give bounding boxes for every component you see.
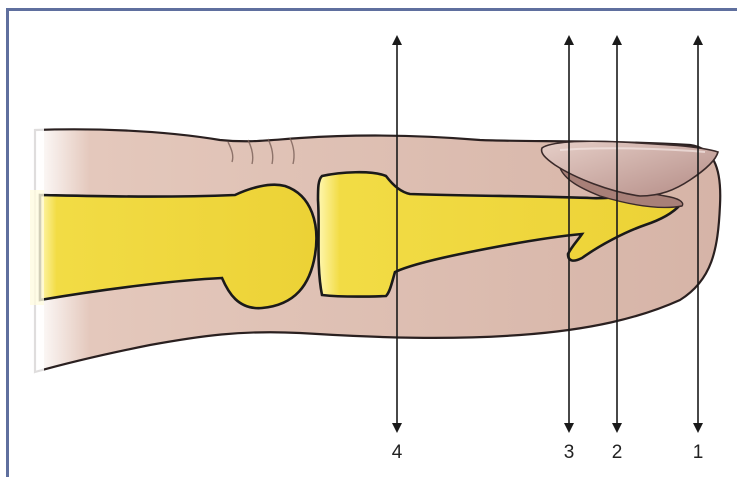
bone-left-fade <box>30 190 44 305</box>
marker-label-2: 2 <box>612 442 623 463</box>
marker-label-4: 4 <box>392 442 403 463</box>
marker-label-3: 3 <box>564 442 575 463</box>
marker-label-1: 1 <box>693 442 704 463</box>
